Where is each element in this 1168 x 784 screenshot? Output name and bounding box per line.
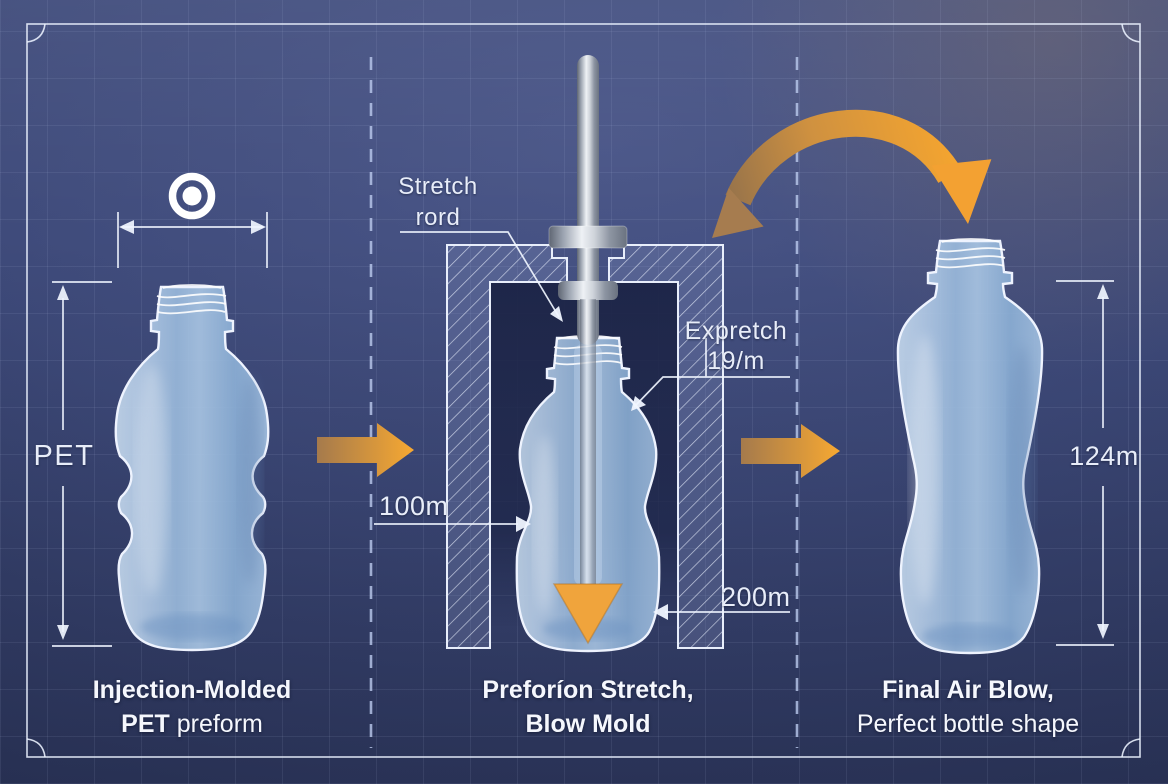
width-dimension xyxy=(117,212,268,268)
frame-corner-arc-tl xyxy=(26,23,46,43)
flow-arrow-1-icon xyxy=(317,423,414,477)
target-circle-icon xyxy=(168,172,216,220)
expand-label-line1: Expretch xyxy=(684,317,788,345)
stretch-rod-label-line1: Stretch xyxy=(398,173,478,200)
expand-label-line2: 19/m xyxy=(707,347,765,375)
leader-stretch-rod xyxy=(400,231,560,318)
caption-step2-line1: Preforíon Stretch, xyxy=(482,676,694,704)
caption-step3: Final Air Blow, Perfect bottle shape xyxy=(808,673,1128,741)
caption-step2-line2: Blow Mold xyxy=(525,710,651,738)
stretch-rod-label: Stretch rord xyxy=(386,171,490,233)
rod-collar xyxy=(558,281,618,300)
pet-dimension-label: PET xyxy=(33,440,95,472)
rod-flange xyxy=(548,225,628,249)
stretch-rod xyxy=(548,55,628,645)
bottle-threads xyxy=(935,238,1006,269)
leader-lines xyxy=(374,231,790,620)
caption-step3-line1: Final Air Blow, xyxy=(882,676,1054,704)
frame-corner-arc-bl xyxy=(26,738,46,758)
stretch-direction-arrow-icon xyxy=(552,583,624,645)
caption-step1-line2-bold: PET xyxy=(121,710,170,738)
transfer-arc-arrow-icon xyxy=(712,109,992,238)
frame-corner-arc-br xyxy=(1121,738,1141,758)
caption-step1-line2-rest: preform xyxy=(169,710,263,738)
pet-height-dimension xyxy=(52,281,112,647)
caption-step1: Injection-Molded PET preform xyxy=(32,673,352,741)
dim-124-label: 124m xyxy=(1069,441,1139,471)
flow-arrow-2-icon xyxy=(741,424,840,478)
blueprint-frame xyxy=(26,23,1141,758)
frame-corner-arc-tr xyxy=(1121,23,1141,43)
expand-label: Expretch 19/m xyxy=(676,316,796,376)
caption-step1-line1: Injection-Molded xyxy=(92,676,292,704)
dim-100-label: 100m xyxy=(379,491,449,521)
dim-200-label: 200m xyxy=(721,582,791,612)
leader-expand xyxy=(633,338,790,408)
caption-step2: Preforíon Stretch, Blow Mold xyxy=(428,673,748,741)
stretch-rod-label-line2: rord xyxy=(415,204,461,231)
caption-step1-line2: PET preform xyxy=(32,707,352,741)
final-height-dimension xyxy=(1056,280,1114,646)
bottle-threads xyxy=(156,284,227,315)
preform-bottle xyxy=(114,284,270,652)
caption-step3-line2: Perfect bottle shape xyxy=(856,710,1080,738)
final-bottle xyxy=(896,238,1044,655)
